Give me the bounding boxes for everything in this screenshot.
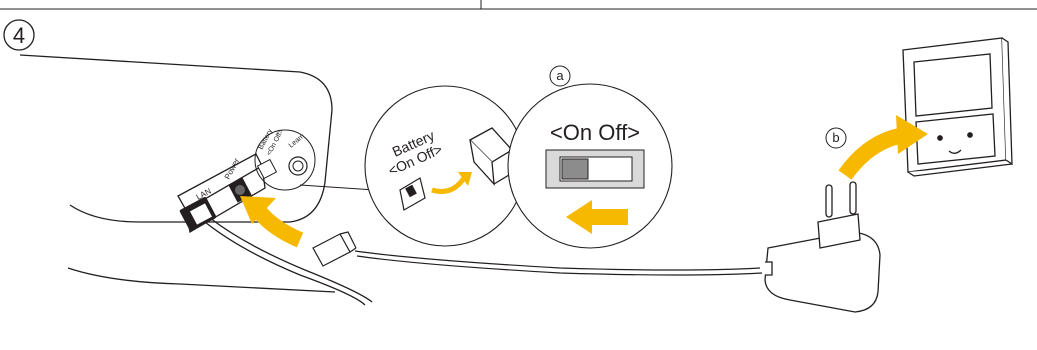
power-cord — [354, 250, 761, 271]
zoom-switch-label: <On Off> — [550, 120, 640, 145]
wall-socket-icon — [902, 37, 1013, 177]
device-body — [19, 54, 336, 293]
step-number: 4 — [13, 23, 25, 48]
callout-a — [549, 65, 571, 87]
zoom-curved-arrow-icon — [431, 176, 467, 194]
device-switch-area: Battery <On Off> Learn — [256, 128, 308, 180]
callout-b-label: b — [832, 130, 839, 145]
lan-cable — [204, 221, 366, 306]
arrow-right-icon — [240, 196, 304, 248]
callout-a-label: a — [556, 68, 564, 83]
power-plug-icon — [764, 181, 881, 313]
power-cord-edge — [356, 255, 763, 276]
zoom-battery-detail: Battery <On Off> — [364, 85, 526, 247]
zoom-source-circle — [254, 129, 316, 191]
curved-arrow-icon — [838, 115, 928, 180]
step-number-badge: 4 — [3, 19, 35, 51]
lan-cable-edge — [209, 217, 373, 303]
zoom-switch-detail: <On Off> — [507, 83, 673, 249]
switch-knob — [561, 158, 589, 180]
arrow-left-icon — [566, 200, 628, 234]
zoom-connector — [299, 184, 376, 191]
learn-label: Learn — [288, 133, 306, 150]
power-connector — [312, 231, 357, 267]
callout-b — [825, 127, 847, 149]
